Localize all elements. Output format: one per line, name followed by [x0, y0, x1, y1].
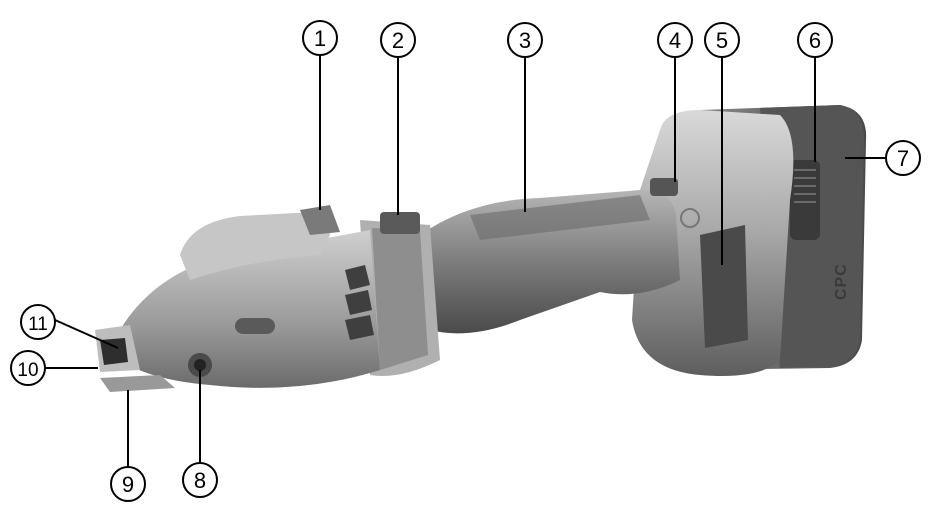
grip-handle	[420, 178, 680, 334]
callout-8: 8	[182, 462, 218, 498]
battery-brand-label: CPC	[833, 263, 850, 300]
battery-interface-housing	[632, 110, 794, 376]
callout-8-label: 8	[194, 468, 206, 493]
callout-9-label: 9	[122, 472, 134, 497]
callout-6: 6	[797, 22, 833, 58]
callout-10-label: 10	[17, 360, 38, 381]
release-button-4	[650, 178, 678, 196]
callout-10: 10	[10, 350, 46, 386]
callout-4: 4	[657, 22, 693, 58]
battery-release-button	[790, 160, 820, 240]
housing-emblem-icon	[680, 208, 700, 228]
callout-2-label: 2	[392, 28, 404, 53]
callout-7: 7	[885, 140, 921, 176]
callout-11: 11	[20, 304, 56, 340]
charge-indicator-panel	[700, 225, 748, 348]
gear-collar	[360, 212, 440, 376]
callout-11-label: 11	[28, 314, 48, 335]
callout-1-label: 1	[314, 26, 326, 51]
callout-5: 5	[704, 22, 740, 58]
callout-5-label: 5	[716, 28, 728, 53]
switch-2	[380, 212, 420, 234]
callout-6-label: 6	[809, 28, 821, 53]
callout-3: 3	[507, 22, 543, 58]
cutting-head-housing	[120, 205, 380, 388]
callout-3-label: 3	[519, 28, 531, 53]
ventilation-slots	[345, 265, 374, 340]
callout-1: 1	[302, 20, 338, 56]
callout-7-label: 7	[897, 146, 909, 171]
callout-4-label: 4	[669, 28, 681, 53]
callout-9: 9	[110, 466, 146, 502]
callout-2: 2	[380, 22, 416, 58]
leader-lines	[45, 55, 885, 467]
